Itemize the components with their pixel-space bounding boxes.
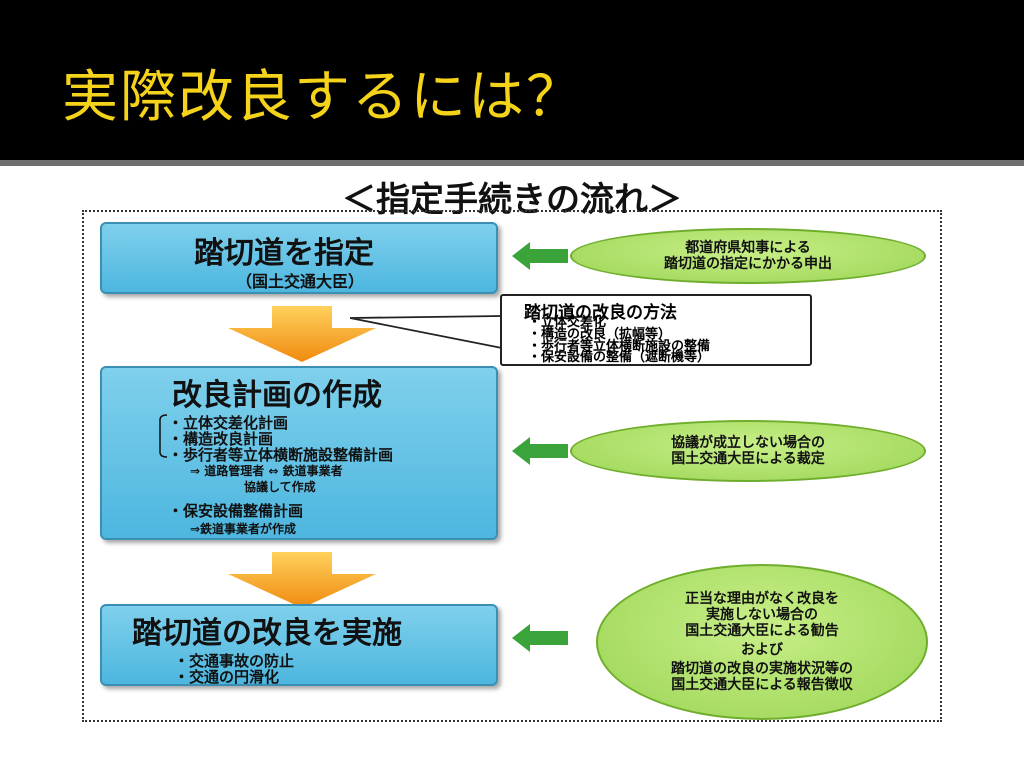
down-arrow-2-icon — [228, 552, 376, 608]
ruling-line-1: 協議が成立しない場合の — [671, 435, 825, 451]
advice-line-1: 正当な理由がなく改良を — [685, 591, 839, 607]
header-divider — [0, 160, 1024, 166]
plan-item-3: ・歩行者等立体横断施設整備計画 — [168, 446, 394, 464]
box-designate-subtitle: （国土交通大臣） — [236, 272, 365, 291]
improvement-methods-callout: 踏切道の改良の方法 ・立体交差化 ・構造の改良（拡幅等） ・歩行者等立体横断施設… — [500, 294, 812, 366]
ruling-line-2: 国土交通大臣による裁定 — [671, 451, 825, 467]
left-arrow-2-icon — [512, 437, 568, 465]
diagram-frame — [82, 210, 942, 722]
callout-title: 踏切道の改良の方法 — [524, 303, 677, 323]
callout-pointer — [350, 315, 502, 349]
implement-item-1: ・交通事故の防止 — [174, 652, 295, 670]
advice-line-5: 踏切道の改良の実施状況等の — [671, 661, 853, 677]
advice-line-6: 国土交通大臣による報告徴収 — [671, 677, 853, 693]
callout-item-3: ・歩行者等立体横断施設の整備 — [528, 339, 711, 354]
slide-title: 実際改良するには？ — [62, 65, 584, 130]
request-line-1: 都道府県知事による — [685, 240, 811, 256]
down-arrow-1-icon — [228, 306, 376, 362]
flow-title: ＜指定手続きの流れ＞ — [342, 180, 682, 220]
plan-note-1: ⇒ 道路管理者 ⇔ 鉄道事業者 — [190, 464, 343, 478]
advice-ellipse: 正当な理由がなく改良を 実施しない場合の 国土交通大臣による勧告 および 踏切道… — [596, 564, 928, 720]
callout-item-4: ・保安設備の整備（遮断機等） — [528, 350, 711, 365]
left-arrow-1-icon — [512, 242, 568, 270]
plan-item-2: ・構造改良計画 — [168, 430, 274, 448]
box-designate: 踏切道を指定 （国土交通大臣） — [100, 222, 498, 294]
plan-note-3: ⇒鉄道事業者が作成 — [190, 522, 297, 536]
box-implement: 踏切道の改良を実施 ・交通事故の防止 ・交通の円滑化 — [100, 604, 498, 686]
callout-item-1: ・立体交差化 — [528, 315, 607, 330]
slide-header — [0, 0, 1024, 160]
ruling-ellipse: 協議が成立しない場合の 国土交通大臣による裁定 — [570, 420, 926, 482]
advice-line-4: および — [741, 642, 783, 658]
request-line-2: 踏切道の指定にかかる申出 — [664, 256, 832, 272]
plan-note-2: 協議して作成 — [244, 480, 316, 494]
left-arrow-3-icon — [512, 624, 568, 652]
advice-line-3: 国土交通大臣による勧告 — [685, 623, 839, 639]
plan-item-4: ・保安設備整備計画 — [168, 502, 304, 520]
plan-item-1: ・立体交差化計画 — [168, 414, 289, 432]
box-implement-title: 踏切道の改良を実施 — [132, 616, 402, 651]
bracket-icon — [159, 414, 168, 458]
callout-item-2: ・構造の改良（拡幅等） — [528, 327, 672, 342]
advice-line-2: 実施しない場合の — [706, 607, 818, 623]
request-ellipse: 都道府県知事による 踏切道の指定にかかる申出 — [570, 228, 926, 284]
box-designate-title: 踏切道を指定 — [194, 236, 374, 271]
implement-item-2: ・交通の円滑化 — [174, 668, 280, 686]
box-plan: 改良計画の作成 ・立体交差化計画 ・構造改良計画 ・歩行者等立体横断施設整備計画… — [100, 366, 498, 540]
box-plan-title: 改良計画の作成 — [172, 378, 382, 413]
